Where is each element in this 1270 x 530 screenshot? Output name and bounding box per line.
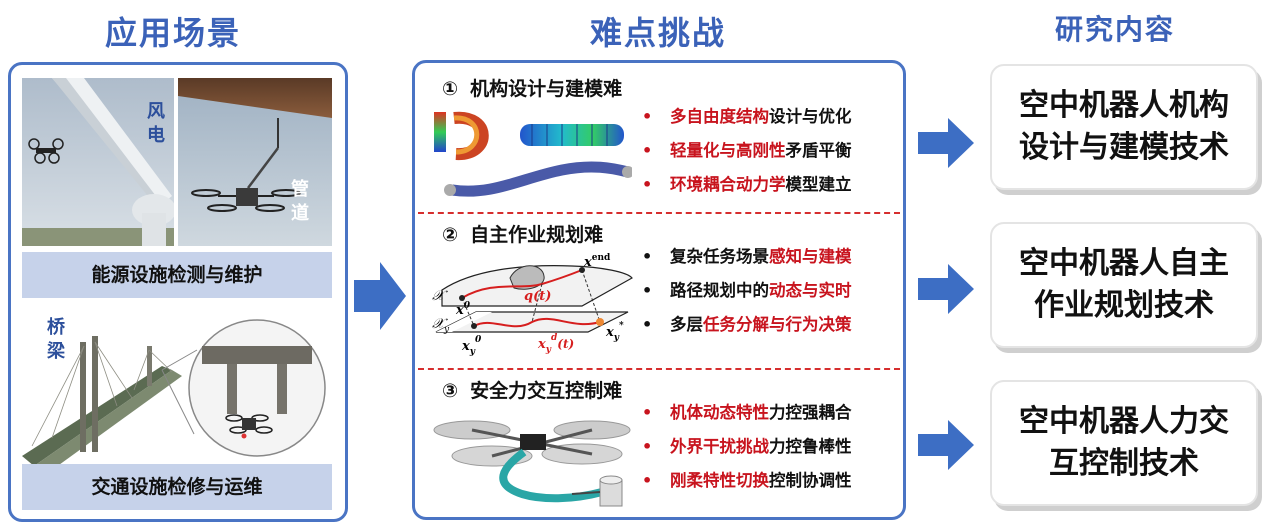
research-box-planning: 空中机器人自主作业规划技术 [990, 222, 1258, 348]
challenge-1-number: ① [442, 78, 459, 100]
arrow-right-icon [354, 262, 406, 330]
transport-facility-band: 交通设施检修与运维 [22, 464, 332, 510]
challenge-3-bullet: •外界干扰挑战力控鲁棒性 [642, 437, 852, 456]
column-title-challenges: 难点挑战 [589, 14, 726, 52]
challenge-2-title-text: 自主作业规划难 [470, 224, 604, 246]
arrow-right-icon [918, 118, 974, 168]
challenge-1-title: ① 机构设计与建模难 [442, 74, 622, 101]
challenge-2-title: ② 自主作业规划难 [442, 220, 603, 247]
bridge-label: 桥梁 [47, 317, 65, 362]
challenge-3-bullet: •机体动态特性力控强耦合 [642, 403, 852, 422]
challenge-2-bullet: •多层任务分解与行为决策 [642, 315, 852, 334]
challenge-2-bullet: •路径规划中的动态与实时 [642, 281, 852, 300]
x0-label: x0 [455, 301, 471, 318]
research-text: 空中机器人力交互控制技术 [1019, 404, 1229, 481]
wind-label: 风电 [147, 101, 165, 146]
bridge-photo [22, 306, 332, 470]
challenge-3-bullet: •刚柔特性切换控制协调性 [642, 471, 852, 490]
section-divider [418, 368, 900, 370]
script-x-label: 𝒳 [432, 288, 448, 304]
pipeline-photo [178, 78, 332, 246]
challenge-3-bullets: •机体动态特性力控强耦合 •外界干扰挑战力控鲁棒性 •刚柔特性切换控制协调性 [640, 396, 852, 498]
challenge-1-bullet: •多自由度结构设计与优化 [642, 107, 852, 126]
planning-illustration: xend q(t) x0 𝒳 𝒳y xy0 xyd(t) xy* [432, 253, 633, 357]
xystar-label: xy* [605, 321, 624, 343]
challenge-1-bullet: •轻量化与高刚性矛盾平衡 [642, 141, 852, 160]
challenge-2-bullets: •复杂任务场景感知与建模 •路径规划中的动态与实时 •多层任务分解与行为决策 [640, 240, 852, 342]
wind-turbine-photo [22, 78, 174, 246]
column-title-scenarios: 应用场景 [104, 14, 241, 52]
challenge-3-title: ③ 安全力交互控制难 [442, 376, 622, 403]
xy0-label: xy0 [461, 335, 482, 357]
research-text: 空中机器人自主作业规划技术 [1019, 246, 1229, 323]
column-title-research: 研究内容 [1054, 13, 1175, 46]
challenge-3-title-text: 安全力交互控制难 [470, 380, 623, 402]
challenge-2-bullet: •复杂任务场景感知与建模 [642, 247, 852, 266]
research-box-control: 空中机器人力交互控制技术 [990, 380, 1258, 506]
research-box-mechanism: 空中机器人机构设计与建模技术 [990, 64, 1258, 190]
xyd-label: xyd(t) [537, 333, 574, 355]
energy-facility-band: 能源设施检测与维护 [22, 252, 332, 298]
x-end-label: xend [583, 253, 611, 270]
script-xy-label: 𝒳y [432, 316, 450, 335]
challenge-1-bullet: •环境耦合动力学模型建立 [642, 175, 852, 194]
aerial-manipulator-illustration [433, 420, 631, 507]
pipe-label: 管道 [291, 179, 309, 224]
challenge-3-number: ③ [442, 380, 459, 402]
q-t-label: q(t) [524, 289, 551, 304]
challenge-2-number: ② [442, 224, 459, 246]
arrow-right-icon [918, 420, 974, 470]
challenge-1-title-text: 机构设计与建模难 [470, 78, 623, 100]
arrow-right-icon [918, 264, 974, 314]
challenge-1-bullets: •多自由度结构设计与优化 •轻量化与高刚性矛盾平衡 •环境耦合动力学模型建立 [640, 100, 852, 202]
research-text: 空中机器人机构设计与建模技术 [1019, 88, 1229, 165]
section-divider [418, 212, 900, 214]
mechanism-illustration [434, 111, 632, 197]
